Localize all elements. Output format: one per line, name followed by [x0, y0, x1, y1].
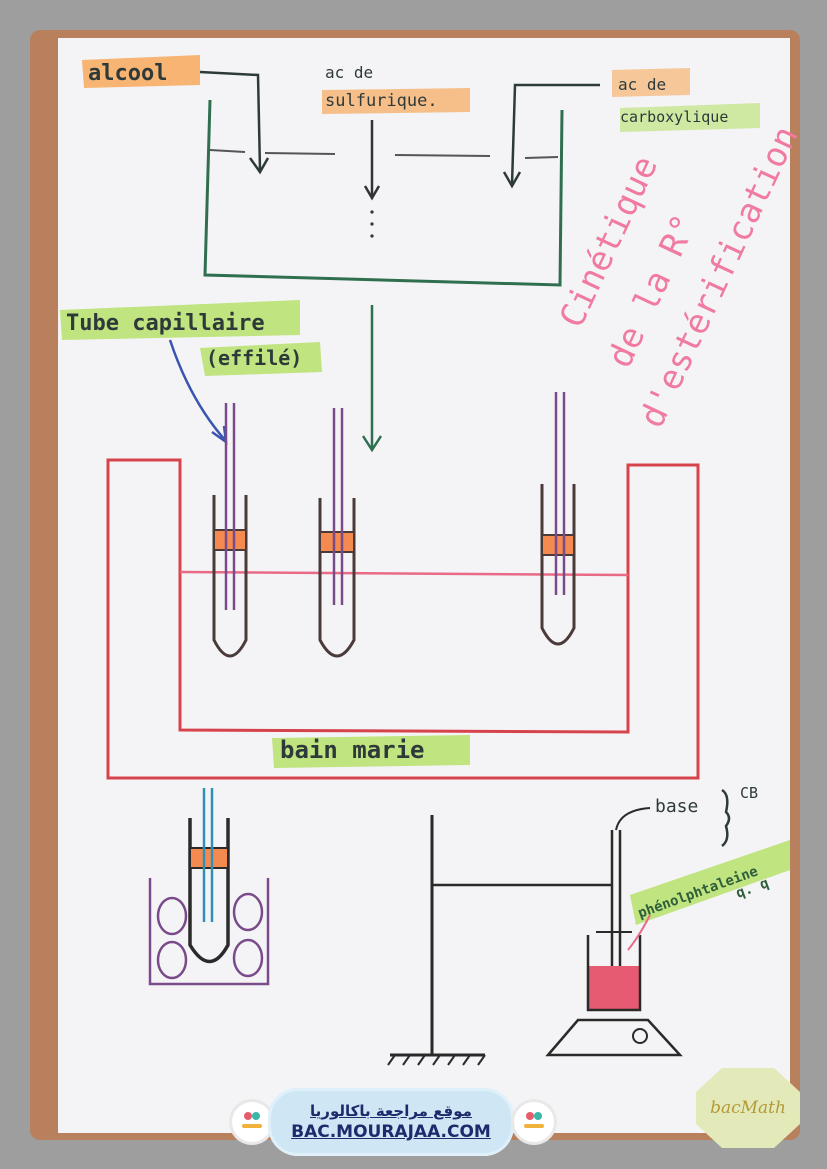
highlight-alcool	[82, 55, 200, 88]
label-sulfurique-2: sulfurique.	[325, 91, 438, 111]
carbox-arrowhead	[502, 171, 522, 189]
liquid-level-3	[394, 154, 491, 157]
highlight-effile	[200, 342, 322, 376]
test-tube-3	[540, 392, 576, 646]
liquid-level-2	[264, 152, 336, 155]
label-carbox-1: ac de	[618, 75, 666, 94]
test-tube-1	[212, 403, 248, 658]
alcool-arrow	[199, 70, 262, 171]
magnetic-stirrer	[545, 1018, 683, 1057]
site-badge[interactable]: موقع مراجعة باكالوريا BAC.MOURAJAA.COM	[268, 1088, 514, 1156]
down-arrowhead	[361, 435, 383, 453]
site-url-link[interactable]: BAC.MOURAJAA.COM	[291, 1122, 491, 1142]
highlight-phenol	[630, 840, 790, 925]
label-cb: CB	[740, 784, 758, 802]
title-group: Cinétique de la R° d'estérification	[552, 120, 807, 434]
base-brace	[721, 788, 731, 847]
label-bain-marie: bain marie	[280, 736, 425, 764]
titration-stand	[387, 815, 612, 1066]
highlight-carbox	[612, 68, 690, 97]
liquid-level-1	[209, 149, 246, 153]
label-carbox-2: carboxylique	[620, 108, 728, 126]
site-logo-right	[514, 1102, 554, 1142]
test-tube-2	[318, 408, 356, 658]
drop-1	[370, 210, 374, 214]
ice-bath	[148, 788, 270, 986]
bain-marie	[106, 458, 700, 780]
phenol-pointer	[627, 914, 651, 951]
site-logo-left	[232, 1102, 272, 1142]
highlight-tube	[60, 300, 300, 340]
label-effile: (effilé)	[206, 346, 302, 370]
titration-beaker	[586, 931, 642, 1012]
drop-2	[370, 222, 374, 226]
carbox-arrow	[510, 83, 600, 186]
label-base: base	[655, 796, 698, 817]
bacmath-logo: bacMath	[696, 1068, 800, 1148]
alcool-arrowhead	[248, 157, 270, 175]
highlight-carbox-green	[620, 103, 760, 132]
drop-3	[370, 234, 374, 238]
label-alcool: alcool	[88, 61, 167, 86]
burette	[610, 807, 651, 968]
highlight-sulfurique	[322, 88, 470, 114]
highlight-bain	[272, 735, 470, 768]
bacmath-logo-text: bacMath	[710, 1098, 786, 1118]
site-name-arabic[interactable]: موقع مراجعة باكالوريا	[310, 1102, 472, 1120]
tube-pointer-arrow	[168, 339, 226, 441]
water-level	[179, 570, 629, 577]
top-beaker	[203, 99, 564, 287]
liquid-level-4	[524, 156, 559, 159]
label-tube-capillaire: Tube capillaire	[66, 311, 265, 336]
sulfurique-arrowhead	[363, 185, 381, 201]
label-sulfurique-1: ac de	[325, 63, 373, 82]
